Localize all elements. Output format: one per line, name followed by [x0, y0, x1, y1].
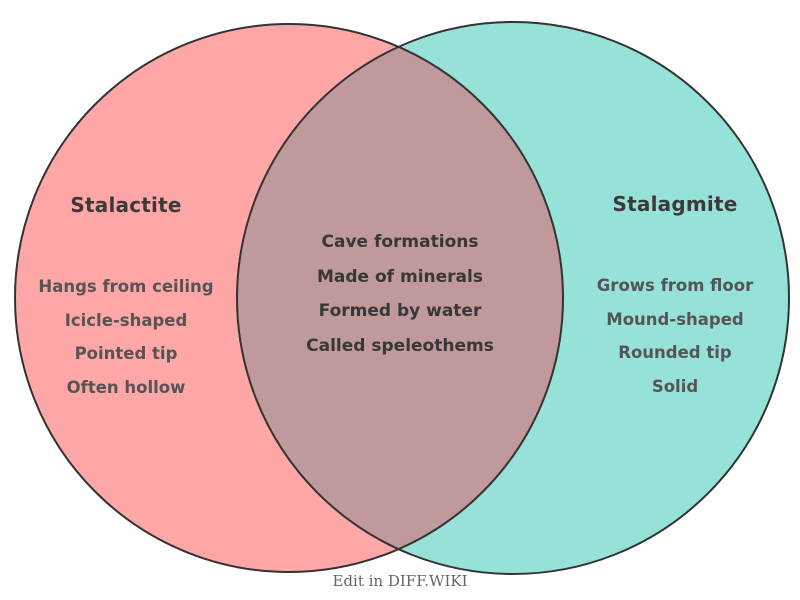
- overlap-item: Made of minerals: [317, 266, 483, 287]
- right-item: Mound-shaped: [606, 309, 744, 329]
- left-item: Icicle-shaped: [64, 310, 188, 330]
- left-item: Pointed tip: [74, 344, 178, 364]
- overlap-item: Cave formations: [321, 232, 479, 252]
- left-item: Often hollow: [66, 378, 186, 398]
- edit-in-diff-wiki-link[interactable]: Edit in DIFF.WIKI: [332, 572, 468, 590]
- left-circle-items: Hangs from ceiling Icicle-shaped Pointed…: [5, 270, 247, 405]
- left-circle-title: Stalactite: [70, 193, 182, 217]
- overlap-region: [237, 24, 563, 572]
- right-item: Grows from floor: [596, 276, 754, 295]
- left-circle-outline: [14, 23, 564, 573]
- overlap-items: Cave formations Made of minerals Formed …: [280, 225, 520, 364]
- right-item: Rounded tip: [618, 343, 732, 363]
- overlap-item: Called speleothems: [306, 336, 494, 357]
- right-item: Solid: [651, 377, 699, 397]
- right-circle-title: Stalagmite: [612, 192, 738, 216]
- right-circle-items: Grows from floor Mound-shaped Rounded ti…: [554, 269, 796, 404]
- overlap-item: Formed by water: [318, 301, 482, 322]
- right-circle-outline: [236, 21, 790, 575]
- left-item: Hangs from ceiling: [38, 277, 214, 296]
